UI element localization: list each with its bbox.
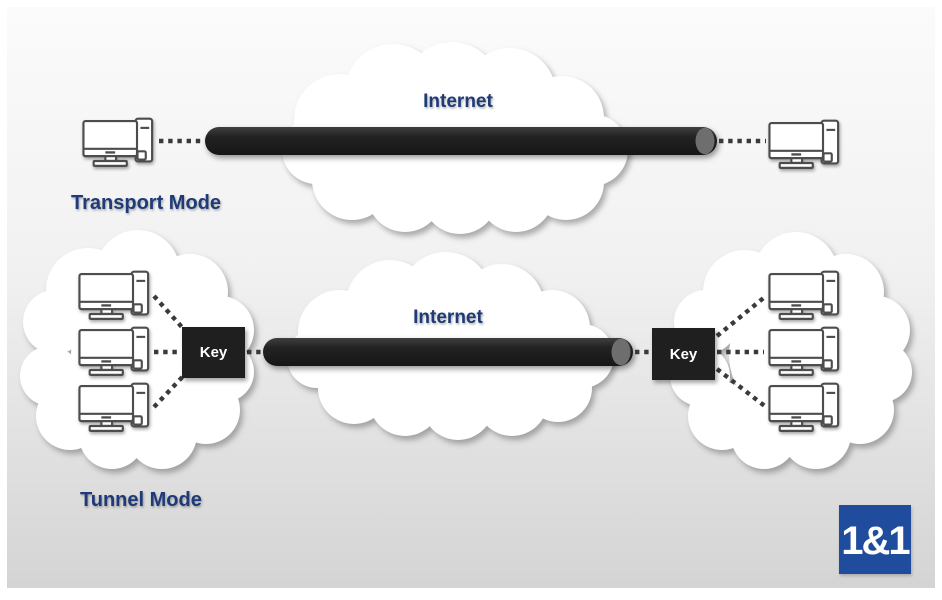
tunnel-mode-label: Tunnel Mode [80, 489, 202, 511]
vpn-tunnel-pipe-transport [205, 127, 717, 155]
computer-icon-transport-left [82, 117, 154, 167]
key-gateway-box-right: Key [652, 328, 715, 380]
logo-1and1: 1&1 [839, 505, 911, 574]
computer-icon-transport-right [768, 119, 840, 169]
key-gateway-box-left: Key [182, 327, 245, 378]
transport-mode-label: Transport Mode [71, 192, 222, 214]
vpn-tunnel-pipe-tunnel [263, 338, 633, 366]
dotted-link-rightkey-pc1 [715, 294, 768, 338]
dotted-links [152, 138, 768, 409]
internet-label-transport: Internet [423, 91, 493, 112]
dotted-link-rightkey-pc3 [715, 367, 768, 409]
internet-label-tunnel: Internet [413, 307, 483, 328]
